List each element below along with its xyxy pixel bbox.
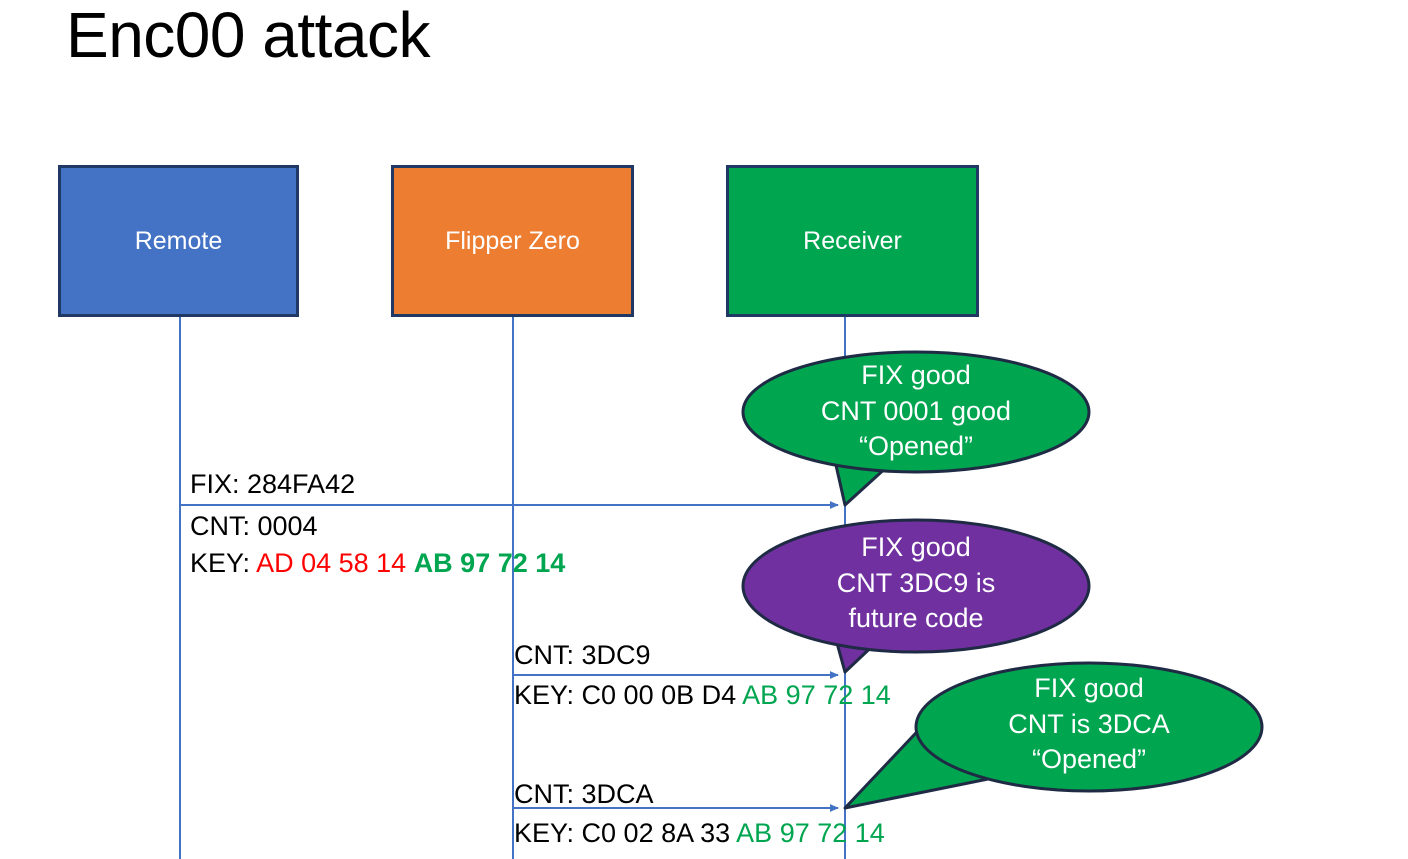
- message-label-4-cnt: CNT: 3DCA: [514, 779, 654, 809]
- message-label-3-key: KEY: C0 00 0B D4 AB 97 72 14: [514, 680, 891, 710]
- bubble-3-line-1: FIX good: [1034, 673, 1144, 703]
- actor-label-flipper-zero: Flipper Zero: [445, 226, 580, 255]
- bubble-2-line-1: FIX good: [861, 532, 971, 562]
- actor-box-receiver[interactable]: Receiver: [726, 165, 979, 317]
- bubble-3-line-3: “Opened”: [1031, 744, 1147, 775]
- actor-label-receiver: Receiver: [803, 226, 902, 255]
- actor-label-remote: Remote: [134, 226, 223, 255]
- bubble-1-line-1: FIX good: [861, 360, 971, 390]
- actor-box-flipper-zero[interactable]: Flipper Zero: [391, 165, 634, 317]
- bubble-2-line-2: CNT 3DC9 is: [836, 567, 996, 598]
- bubble-1-line-3: “Opened”: [858, 431, 974, 462]
- page-title: Enc00 attack: [66, 0, 431, 71]
- bubble-3-line-2: CNT is 3DCA: [1008, 708, 1170, 739]
- actor-box-remote[interactable]: Remote: [58, 165, 299, 317]
- speech-bubble-1: [741, 350, 1091, 507]
- speech-bubble-1-text: FIX good CNT 0001 good “Opened”: [743, 358, 1089, 465]
- key-red-bytes: AD 04 58 14: [256, 548, 414, 578]
- speech-bubble-3-text: FIX good CNT is 3DCA “Opened”: [916, 671, 1262, 778]
- bubble-2-line-3: future code: [848, 603, 984, 634]
- bubble-1-line-2: CNT 0001 good: [820, 395, 1012, 426]
- speech-bubble-2: [741, 518, 1091, 674]
- speech-bubble-3: [843, 661, 1264, 810]
- message-label-3-cnt: CNT: 3DC9: [514, 640, 651, 670]
- key-green-bytes: AB 97 72 14: [736, 818, 885, 848]
- message-label-1-fix: FIX: 284FA42: [190, 469, 356, 499]
- message-label-2-key: KEY: AD 04 58 14 AB 97 72 14: [190, 548, 565, 578]
- message-label-2-cnt: CNT: 0004: [190, 511, 318, 541]
- speech-bubble-2-text: FIX good CNT 3DC9 is future code: [743, 530, 1089, 637]
- message-label-4-key: KEY: C0 02 8A 33 AB 97 72 14: [514, 818, 885, 848]
- key-prefix: KEY:: [190, 548, 257, 578]
- key-green-bytes: AB 97 72 14: [413, 548, 566, 578]
- key-prefix: KEY: C0 00 0B D4: [514, 680, 743, 710]
- key-prefix: KEY: C0 02 8A 33: [514, 818, 737, 848]
- key-green-bytes: AB 97 72 14: [742, 680, 891, 710]
